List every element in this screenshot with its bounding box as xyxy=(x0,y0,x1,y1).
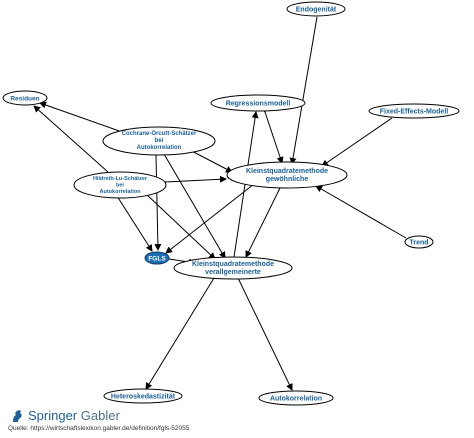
edge-kq-verallgemeinert-autokorrelation xyxy=(232,271,293,391)
node-regressionsmodell[interactable]: Regressionsmodell xyxy=(210,94,306,112)
edge-cochrane-fgls xyxy=(154,154,162,251)
edge-regressionsmodell-kq-gewoehnlich xyxy=(259,105,284,164)
brand-name-part2: Gabler xyxy=(80,408,120,423)
springer-horse-icon xyxy=(13,409,22,422)
node-label: FGLS xyxy=(148,256,166,263)
springer-gabler-logo: Springer Gabler xyxy=(10,408,120,423)
brand-name: Springer Gabler xyxy=(28,408,120,423)
node-kleinstquadratemethode-gewoehnliche[interactable]: Kleinstquadratemethode gewöhnliche xyxy=(226,161,348,189)
node-label: Regressionsmodell xyxy=(226,101,291,108)
node-heteroskedastizitaet[interactable]: Heteroskedastizität xyxy=(103,388,183,404)
edge-trend-kq-gewoehnlich xyxy=(315,185,407,239)
node-label: Autokorrelation xyxy=(270,396,322,403)
node-residuen[interactable]: Residuen xyxy=(2,90,48,106)
node-label-line-2: bei xyxy=(116,183,124,189)
node-autokorrelation[interactable]: Autokorrelation xyxy=(258,390,334,406)
edge-hildreth-kq-gewoehnlich xyxy=(164,175,227,183)
node-trend[interactable]: Trend xyxy=(404,235,434,249)
node-hildreth-lu-schaetzer[interactable]: Hildreth-Lu-Schätzer bei Autokorrelation xyxy=(73,171,167,199)
node-fgls[interactable]: FGLS xyxy=(144,251,170,265)
node-label-line-3: Autokorrelation xyxy=(137,145,182,151)
node-label-line-1: Kleinstquadratemethode xyxy=(192,261,274,268)
edge-kq-gewoehnlich-kq-verallgemeinert xyxy=(245,181,286,258)
node-label-line-2: verallgemeinerte xyxy=(205,269,261,276)
node-label: Trend xyxy=(409,240,428,247)
edge-endogenitaet-kq-gewoehnlich xyxy=(289,16,318,165)
node-label: Endogenität xyxy=(296,7,337,14)
node-kleinstquadratemethode-verallgemeinerte[interactable]: Kleinstquadratemethode verallgemeinerte xyxy=(173,256,293,280)
node-label: Fixed-Effects-Modell xyxy=(380,109,449,116)
source-caption: Quelle: https://wirtschaftslexikon.gable… xyxy=(8,425,190,432)
node-label-line-2: gewöhnliche xyxy=(266,176,309,183)
edge-cochrane-kq-verallgemeinert xyxy=(157,147,226,259)
edge-cochrane-residuen xyxy=(39,101,126,134)
node-label-line-1: Kleinstquadratemethode xyxy=(246,168,328,175)
brand-name-part1: Springer xyxy=(28,408,78,423)
node-label-line-1: Hildreth-Lu-Schätzer xyxy=(93,176,148,182)
node-endogenitaet[interactable]: Endogenität xyxy=(286,1,346,17)
node-label-line-2: bei xyxy=(155,138,164,144)
edge-kq-gewoehnlich-fgls xyxy=(165,177,261,254)
edge-kq-verallgemeinert-heteroskedastizitaet xyxy=(145,271,221,390)
edge-hildreth-fgls xyxy=(116,195,153,252)
node-cochrane-orcutt-schaetzer[interactable]: Cochrane-Orcutt-Schätzer bei Autokorrela… xyxy=(102,126,216,156)
node-label: Heteroskedastizität xyxy=(111,394,176,401)
node-label-line-1: Cochrane-Orcutt-Schätzer xyxy=(122,131,197,137)
edge-hildreth-residuen xyxy=(33,105,109,173)
node-label: Residuen xyxy=(10,96,39,103)
node-label-line-3: Autokorrelation xyxy=(100,189,142,195)
node-fixed-effects-modell[interactable]: Fixed-Effects-Modell xyxy=(368,103,460,119)
edge-fixed-effects-kq-gewoehnlich xyxy=(321,117,393,167)
edge-hildreth-kq-verallgemeinert xyxy=(138,186,216,260)
